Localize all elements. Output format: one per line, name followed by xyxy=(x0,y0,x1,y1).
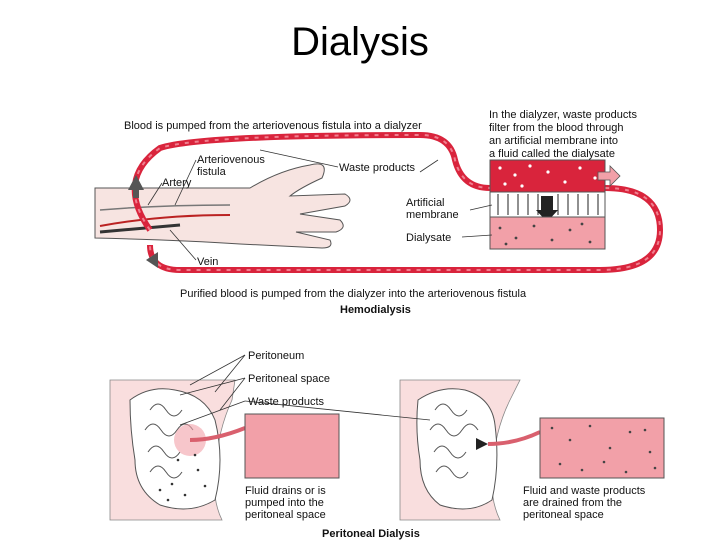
hemo-caption: Hemodialysis xyxy=(340,304,411,316)
slide-title: Dialysis xyxy=(291,20,429,64)
down-arrow-icon xyxy=(536,196,558,222)
dialyzer-text-line-1: In the dialyzer, waste products xyxy=(489,109,637,121)
peritoneal-caption: Peritoneal Dialysis xyxy=(322,528,420,540)
left-arrow-icon xyxy=(146,252,158,268)
membrane-label-line-2: membrane xyxy=(406,209,459,221)
left-fluid-bag xyxy=(244,413,340,479)
dialyzer-text-line-4: a fluid called the dialysate xyxy=(489,148,615,160)
dialyzer-text-line-3: an artificial membrane into xyxy=(489,135,618,147)
peritoneal-figure: Peritoneum Peritoneal space Waste produc… xyxy=(109,350,665,540)
left-text-line-1: Fluid drains or is xyxy=(245,485,326,497)
vein-label: Vein xyxy=(197,256,218,268)
peritoneum-label: Peritoneum xyxy=(248,350,304,362)
hemo-top-label: Blood is pumped from the arteriovenous f… xyxy=(124,120,422,132)
right-text-line-1: Fluid and waste products xyxy=(523,485,646,497)
dialyzer-blood-chamber xyxy=(489,159,606,193)
hemo-bottom-label: Purified blood is pumped from the dialyz… xyxy=(180,288,527,300)
left-text-line-3: peritoneal space xyxy=(245,509,326,521)
membrane-label-line-1: Artificial xyxy=(406,197,445,209)
drain-arrow-icon xyxy=(476,438,488,450)
hemodialysis-figure: Blood is pumped from the arteriovenous f… xyxy=(94,109,664,316)
left-catheter xyxy=(189,426,246,442)
peritoneal-waste-label: Waste products xyxy=(248,396,325,408)
right-text-line-3: peritoneal space xyxy=(523,509,604,521)
artery-label: Artery xyxy=(162,177,192,189)
dialysate-chamber xyxy=(489,216,606,250)
dialyzer-text-line-2: filter from the blood through xyxy=(489,122,624,134)
right-catheter xyxy=(487,430,541,446)
peritoneal-space-label: Peritoneal space xyxy=(248,373,330,385)
right-arrow-icon xyxy=(597,165,621,187)
dialysate-label: Dialysate xyxy=(406,232,451,244)
left-text-line-2: pumped into the xyxy=(245,497,324,509)
up-arrow-icon xyxy=(128,175,144,198)
fistula-label-line-2: fistula xyxy=(197,166,227,178)
fistula-label-line-1: Arteriovenous xyxy=(197,154,265,166)
waste-products-label: Waste products xyxy=(339,162,416,174)
right-text-line-2: are drained from the xyxy=(523,497,622,509)
right-fluid-bag xyxy=(539,417,665,479)
